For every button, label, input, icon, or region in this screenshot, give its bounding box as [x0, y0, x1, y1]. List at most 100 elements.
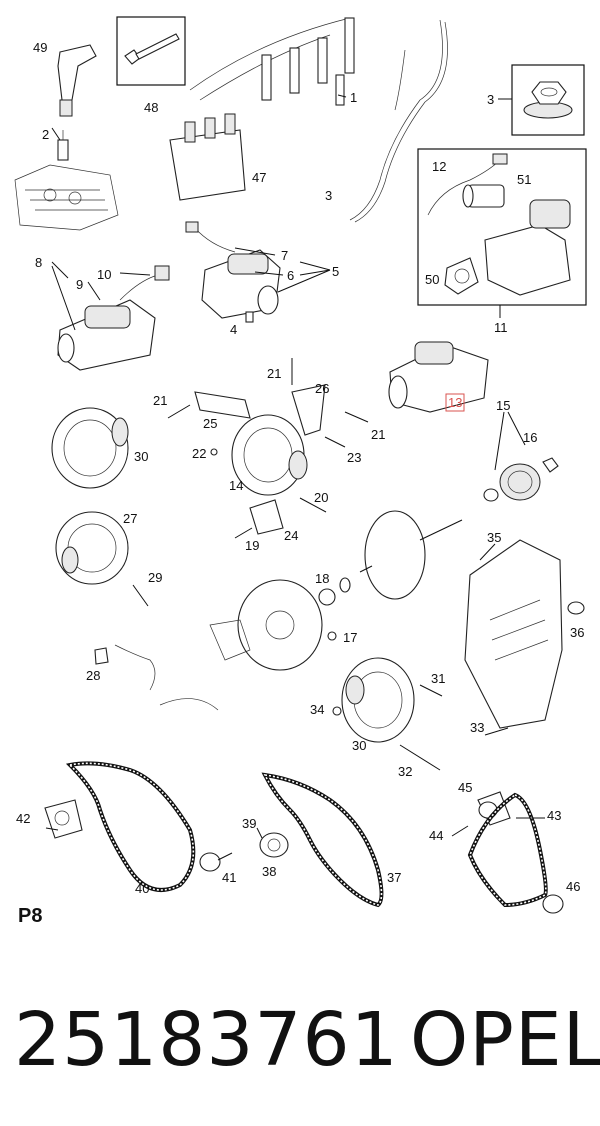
callout-2: 2 — [42, 127, 49, 142]
ignition-coil-part-49[interactable] — [57, 44, 97, 117]
callout-21-left: 21 — [153, 393, 167, 408]
callout-12: 12 — [432, 159, 446, 174]
callout-17: 17 — [343, 630, 357, 645]
callout-23: 23 — [347, 450, 361, 465]
rear-housing-part-35[interactable] — [464, 539, 563, 729]
starter-cable-part-10[interactable] — [119, 265, 170, 301]
solenoid-part-51[interactable] — [462, 184, 505, 208]
spark-plug-part-2[interactable] — [57, 130, 69, 161]
callout-27: 27 — [123, 511, 137, 526]
callout-40: 40 — [135, 881, 149, 896]
alternator-part-27[interactable] — [55, 511, 129, 585]
nut-part-17[interactable] — [327, 631, 337, 641]
callout-9: 9 — [76, 277, 83, 292]
tensioner-part-38[interactable] — [259, 832, 289, 858]
brush-holder-part-50[interactable] — [444, 257, 479, 295]
rectifier-parts-sketch[interactable] — [159, 619, 251, 711]
bolt-part-21-left[interactable] — [167, 404, 191, 419]
brand-name: OPEL — [410, 997, 600, 1083]
bolt-part-33[interactable] — [484, 727, 509, 736]
callout-50: 50 — [425, 272, 439, 287]
leader-lines — [45, 94, 545, 831]
callout-42: 42 — [16, 811, 30, 826]
page-code: P8 — [18, 905, 43, 927]
ignition-harness-part-47[interactable] — [169, 17, 355, 201]
belt-part-40[interactable] — [65, 761, 196, 892]
callout-6: 6 — [287, 268, 294, 283]
bolt-part-21-right[interactable] — [344, 411, 369, 423]
callout-34: 34 — [310, 702, 324, 717]
callout-labels: 49 2 48 1 3 47 3 12 51 50 11 8 9 10 7 6 … — [16, 40, 584, 896]
callout-46: 46 — [566, 879, 580, 894]
callout-21-right: 21 — [371, 427, 385, 442]
callout-21-top: 21 — [267, 366, 281, 381]
bolt-part-39[interactable] — [256, 827, 263, 839]
callout-25: 25 — [203, 416, 217, 431]
callout-7: 7 — [281, 248, 288, 263]
starter-motor-in-kit[interactable] — [484, 199, 571, 296]
callout-28: 28 — [86, 668, 100, 683]
starter-cable-part-7[interactable] — [185, 221, 236, 253]
flange-nut-part-3[interactable] — [523, 81, 573, 119]
pulley-part-15[interactable] — [483, 463, 541, 502]
alternator-part-30-upper-left[interactable] — [51, 407, 129, 489]
callout-24: 24 — [284, 528, 298, 543]
bolt-part-20[interactable] — [299, 497, 327, 513]
bolt-part-44[interactable] — [451, 825, 469, 837]
nut-part-16[interactable] — [542, 457, 559, 473]
spark-plug-part-1[interactable] — [335, 74, 345, 106]
callout-30-lower: 30 — [352, 738, 366, 753]
callout-4: 4 — [230, 322, 237, 337]
highlight-box-13 — [445, 393, 465, 412]
bolt-part-29[interactable] — [132, 584, 149, 607]
bolt-part-32[interactable] — [399, 744, 441, 771]
callout-1: 1 — [350, 90, 357, 105]
callout-32: 32 — [398, 764, 412, 779]
cap-part-36[interactable] — [567, 601, 585, 615]
bolt-part-48[interactable] — [124, 33, 180, 65]
callout-8: 8 — [35, 255, 42, 270]
regulator-bracket-part-28[interactable] — [94, 644, 156, 691]
footer: 25183761 OPEL — [0, 985, 600, 1095]
bracket-part-25[interactable] — [194, 391, 251, 419]
bracket-part-26[interactable] — [291, 384, 326, 436]
tensioner-part-42[interactable] — [44, 799, 83, 839]
callout-5: 5 — [332, 264, 339, 279]
callout-39: 39 — [242, 816, 256, 831]
belt-part-37[interactable] — [261, 772, 384, 908]
nut-part-22[interactable] — [210, 448, 218, 456]
rotor-part-35[interactable] — [359, 510, 463, 600]
alternator-part-30-lower[interactable] — [341, 657, 415, 743]
callout-10: 10 — [97, 267, 111, 282]
front-housing-stator-sketch[interactable] — [237, 579, 323, 671]
tensioner-part-45[interactable] — [477, 791, 511, 826]
callout-20: 20 — [314, 490, 328, 505]
belt-part-43[interactable] — [467, 792, 548, 908]
callout-44: 44 — [429, 828, 443, 843]
callout-11: 11 — [494, 320, 508, 335]
callout-3-small: 3 — [325, 188, 332, 203]
idler-pulley-part-46[interactable] — [542, 894, 564, 914]
part-number: 25183761 — [14, 997, 399, 1083]
callout-18: 18 — [315, 571, 329, 586]
starter-motor-part-13[interactable] — [388, 341, 489, 413]
callout-31: 31 — [431, 671, 445, 686]
callout-15: 15 — [496, 398, 510, 413]
starter-motor-left[interactable] — [57, 299, 156, 371]
bolt-part-19[interactable] — [234, 527, 253, 539]
starter-motor-center[interactable] — [201, 249, 281, 319]
nut-part-34[interactable] — [332, 706, 342, 716]
callout-51: 51 — [517, 172, 531, 187]
bolt-part-31[interactable] — [419, 684, 443, 697]
wiring-cable[interactable] — [349, 19, 448, 223]
alternator-part-14[interactable] — [231, 414, 308, 496]
bearing-part-18[interactable] — [318, 577, 351, 606]
callout-13: 13 — [448, 395, 462, 410]
cable-part-12[interactable] — [427, 153, 508, 216]
callout-30-upper: 30 — [134, 449, 148, 464]
bracket-part-24[interactable] — [249, 499, 284, 535]
bolt-part-23[interactable] — [324, 436, 346, 448]
idler-pulley-part-41[interactable] — [199, 852, 233, 872]
callout-43: 43 — [547, 808, 561, 823]
bolt-part-4[interactable] — [245, 311, 254, 323]
